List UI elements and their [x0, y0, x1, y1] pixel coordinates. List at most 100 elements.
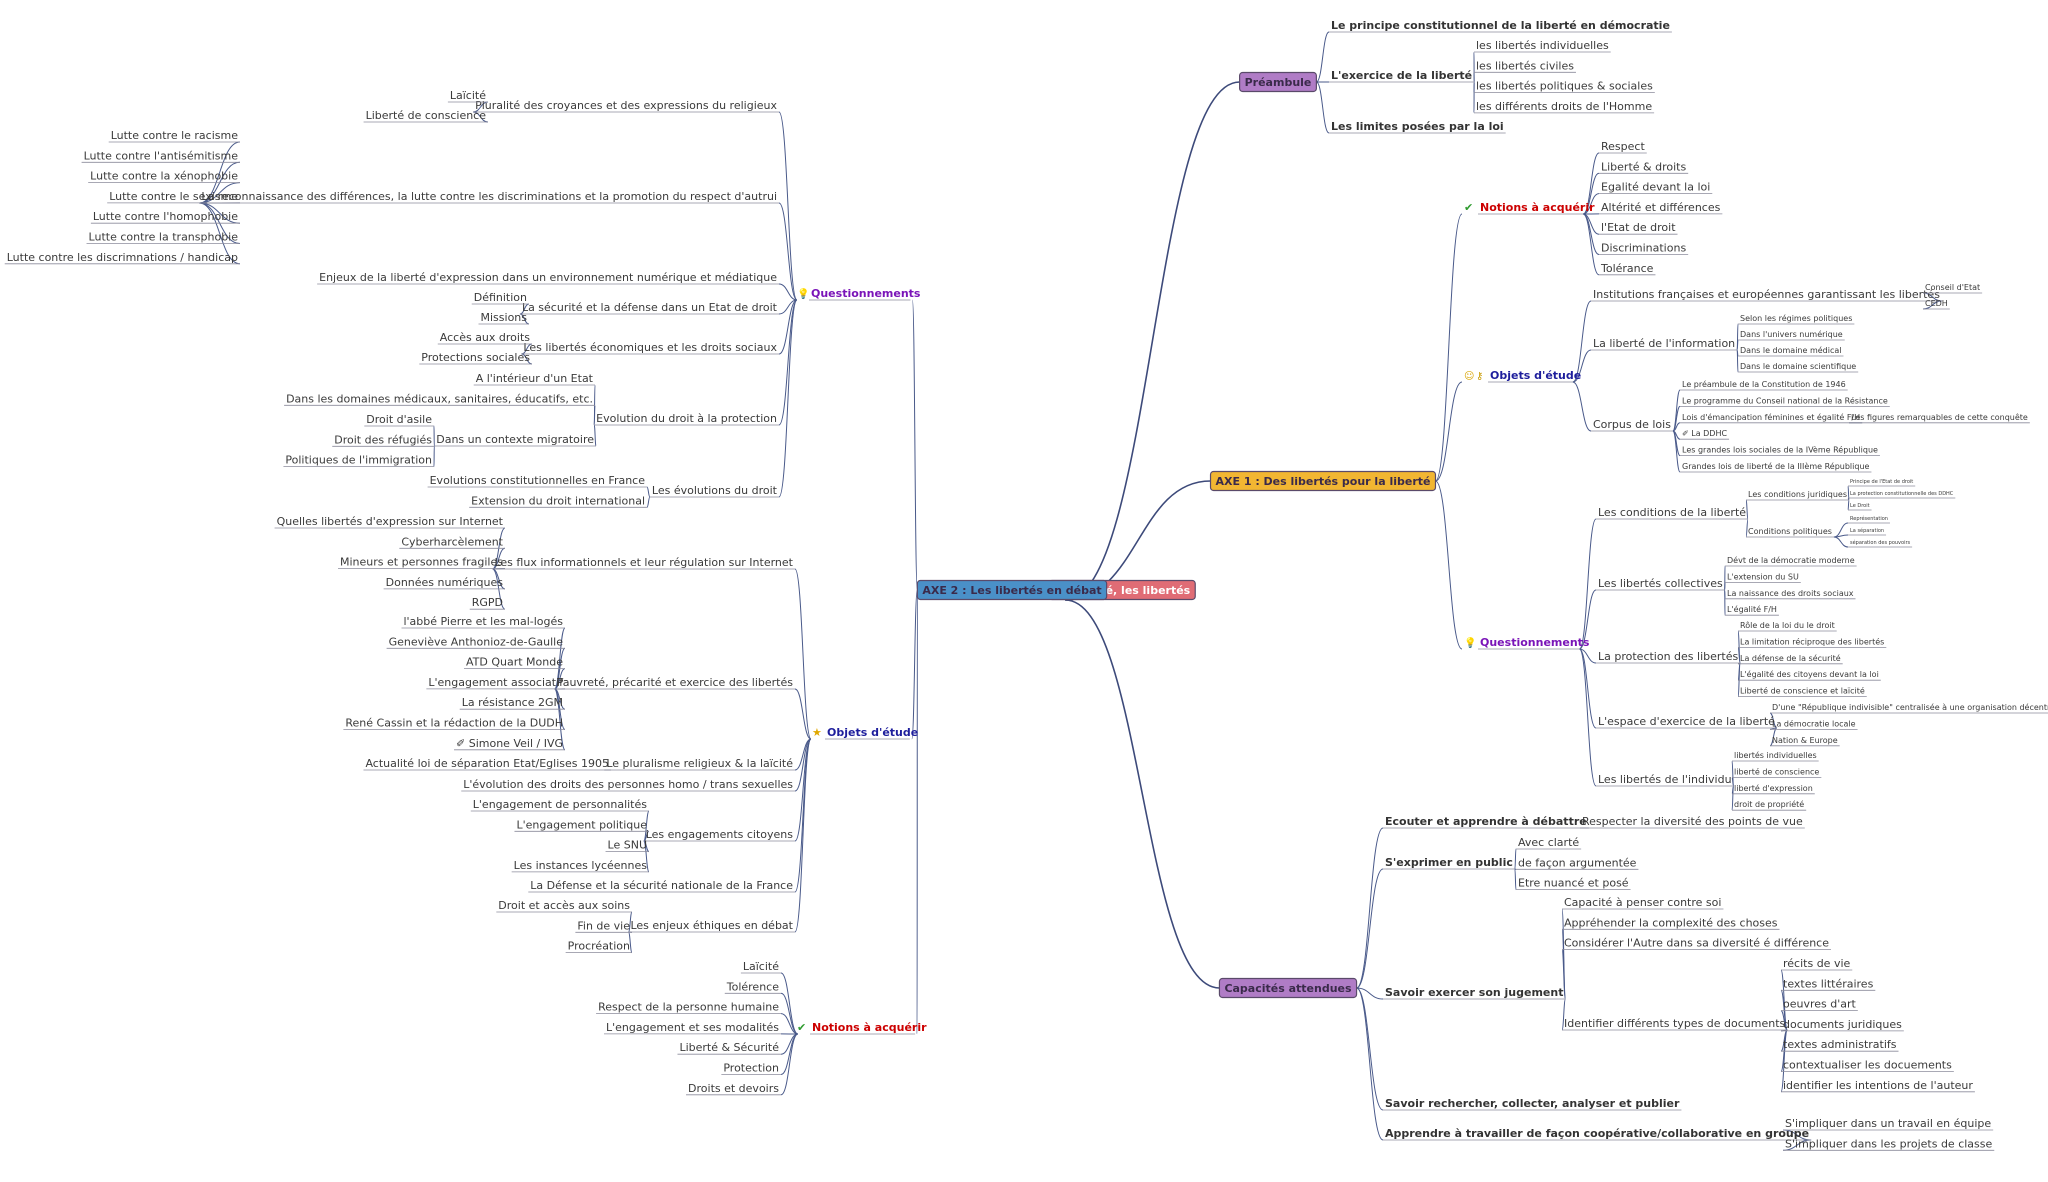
topic-acces-aux-droits[interactable]: Accès aux droits	[440, 331, 531, 344]
topic-la-defense-de-la-securite[interactable]: La défense de la sécurité	[1740, 653, 1841, 663]
topic-liberte-de-conscience[interactable]: liberté de conscience	[1734, 766, 1819, 776]
topic-nation-europe[interactable]: Nation & Europe	[1772, 736, 1838, 745]
preambule-topic[interactable]: Préambule	[1245, 76, 1312, 89]
topic-corpus-de-lois[interactable]: Corpus de lois	[1593, 418, 1671, 431]
topic-les-grandes-lois-sociales-de-la-iveme-re[interactable]: Les grandes lois sociales de la IVème Ré…	[1682, 445, 1878, 455]
topic-le-droit[interactable]: Le Droit	[1850, 503, 1870, 509]
topic-liberte-de-conscience[interactable]: Liberté de conscience	[366, 109, 487, 122]
topic-alterite-et-differences[interactable]: Altérité et différences	[1601, 201, 1721, 214]
topic-evolutions-constitutionnelles-en-france[interactable]: Evolutions constitutionnelles en France	[430, 474, 646, 487]
topic-conditions-politiques[interactable]: Conditions politiques	[1748, 527, 1832, 536]
axe1-objets-label[interactable]: Objets d'étude	[1490, 369, 1581, 382]
topic-la-naissance-des-droits-sociaux[interactable]: La naissance des droits sociaux	[1727, 589, 1854, 598]
topic-extension-du-droit-international[interactable]: Extension du droit international	[471, 494, 645, 507]
topic-la-ddhc[interactable]: ✐ La DDHC	[1682, 429, 1727, 438]
topic-textes-administratifs[interactable]: textes administratifs	[1783, 1038, 1897, 1051]
topic-representation[interactable]: Représentation	[1850, 515, 1888, 522]
topic-separation-des-pouvoirs[interactable]: séparation des pouvoirs	[1850, 539, 1911, 546]
topic-principe-de-l-etat-de-droit[interactable]: Principe de l'Etat de droit	[1850, 479, 1913, 485]
topic-l-exercice-de-la-liberte[interactable]: L'exercice de la liberté	[1331, 69, 1472, 82]
topic-lutte-contre-l-antisemitisme[interactable]: Lutte contre l'antisémitisme	[84, 149, 239, 162]
topic-l-egalite-f-h[interactable]: L'égalité F/H	[1727, 604, 1777, 614]
topic-l-abbe-pierre-et-les-mal-loges[interactable]: l'abbé Pierre et les mal-logés	[403, 615, 563, 628]
topic-l-engagement-et-ses-modalites[interactable]: L'engagement et ses modalités	[606, 1021, 779, 1034]
topic-la-defense-et-la-securite-nationale-de-l[interactable]: La Défense et la sécurité nationale de l…	[530, 879, 793, 892]
topic-ecouter-et-apprendre-a-debattre[interactable]: Ecouter et apprendre à débattre	[1385, 815, 1587, 828]
axe2-topic[interactable]: AXE 2 : Les libertés en débat	[922, 584, 1101, 597]
topic-les-libertes-individuelles[interactable]: les libertés individuelles	[1476, 39, 1609, 52]
topic-lutte-contre-la-transphobie[interactable]: Lutte contre la transphobie	[89, 231, 239, 244]
topic-oeuvres-d-art[interactable]: oeuvres d'art	[1783, 998, 1857, 1011]
topic-evolution-du-droit-a-la-protection[interactable]: Evolution du droit à la protection	[596, 412, 777, 425]
topic-les-differents-droits-de-l-homme[interactable]: les différents droits de l'Homme	[1476, 100, 1652, 113]
topic-liberte-securite[interactable]: Liberté & Sécurité	[679, 1041, 779, 1054]
topic-s-impliquer-dans-les-projets-de-classe[interactable]: S'impliquer dans les projets de classe	[1785, 1137, 1992, 1150]
axe2-notions-label[interactable]: Notions à acquérir	[812, 1021, 927, 1034]
topic-les-engagements-citoyens[interactable]: Les engagements citoyens	[646, 828, 794, 841]
topic-l-extension-du-su[interactable]: L'extension du SU	[1727, 572, 1799, 581]
topic-mineurs-et-personnes-fragiles[interactable]: Mineurs et personnes fragiles	[340, 556, 503, 569]
axe2-objets-label[interactable]: Objets d'étude	[827, 726, 918, 739]
topic-le-programme-du-conseil-national-de-la-r[interactable]: Le programme du Conseil national de la R…	[1682, 395, 1888, 405]
topic-pauvrete-precarite-et-exercice-des-liber[interactable]: Pauvreté, précarité et exercice des libe…	[557, 676, 794, 689]
topic-libertes-individuelles[interactable]: libertés individuelles	[1734, 750, 1817, 760]
topic-les-libertes-civiles[interactable]: les libertés civiles	[1476, 59, 1574, 72]
topic-dans-l-univers-numerique[interactable]: Dans l'univers numérique	[1740, 329, 1843, 339]
topic-discriminations[interactable]: Discriminations	[1601, 242, 1686, 255]
topic-la-securite-et-la-defense-dans-un-etat-d[interactable]: La sécurité et la défense dans un Etat d…	[522, 301, 778, 314]
topic-etre-nuance-et-pose[interactable]: Etre nuancé et posé	[1518, 877, 1629, 890]
topic-savoir-exercer-son-jugement[interactable]: Savoir exercer son jugement	[1385, 986, 1564, 999]
topic-simone-veil-ivg[interactable]: ✐ Simone Veil / IVG	[456, 737, 563, 750]
topic-la-democratie-locale[interactable]: La démocratie locale	[1772, 718, 1856, 728]
topic-l-engagement-de-personnalites[interactable]: L'engagement de personnalités	[473, 798, 647, 811]
topic-l-espace-d-exercice-de-la-liberte[interactable]: L'espace d'exercice de la liberté	[1598, 715, 1775, 728]
topic-textes-litteraires[interactable]: textes littéraires	[1783, 977, 1874, 990]
topic-le-preambule-de-la-constitution-de-1946[interactable]: Le préambule de la Constitution de 1946	[1682, 379, 1846, 389]
topic-apprehender-la-complexite-des-choses[interactable]: Appréhender la complexité des choses	[1564, 916, 1778, 929]
preambule-topic-box[interactable]	[1239, 71, 1317, 93]
axe1-topic-box[interactable]	[1209, 470, 1437, 492]
topic-apprendre-a-travailler-de-facon-cooperat[interactable]: Apprendre à travailler de façon coopérat…	[1385, 1127, 1809, 1140]
topic-respect-de-la-personne-humaine[interactable]: Respect de la personne humaine	[598, 1001, 779, 1014]
topic-rgpd[interactable]: RGPD	[472, 596, 503, 609]
topic-a-l-interieur-d-un-etat[interactable]: A l'intérieur d'un Etat	[476, 372, 594, 385]
topic-cedh[interactable]: CEDH	[1925, 299, 1948, 308]
topic-lutte-contre-la-xenophobie[interactable]: Lutte contre la xénophobie	[90, 170, 238, 183]
topic-contextualiser-les-docuements[interactable]: contextualiser les docuements	[1783, 1059, 1952, 1072]
topic-procreation[interactable]: Procréation	[568, 940, 630, 953]
topic-les-libertes-collectives[interactable]: Les libertés collectives	[1598, 577, 1723, 590]
topic-lutte-contre-le-sexisme[interactable]: Lutte contre le sexisme	[109, 190, 238, 203]
topic-droit-des-refugies[interactable]: Droit des réfugiés	[334, 433, 432, 446]
topic-politiques-de-l-immigration[interactable]: Politiques de l'immigration	[285, 454, 432, 467]
topic-la-protection-des-libertes[interactable]: La protection des libertés	[1598, 650, 1738, 663]
topic-l-evolution-des-droits-des-personnes-hom[interactable]: L'évolution des droits des personnes hom…	[463, 778, 793, 791]
topic-rene-cassin-et-la-redaction-de-la-dudh[interactable]: René Cassin et la rédaction de la DUDH	[345, 717, 563, 730]
topic-liberte-d-expression[interactable]: liberté d'expression	[1734, 783, 1813, 793]
topic-tolerance[interactable]: Tolérance	[1600, 262, 1654, 275]
topic-la-protection-constitutionnelle-des-ddhc[interactable]: La protection constitutionnelle des DDHC	[1850, 491, 1954, 497]
topic-l-engagement-associatif[interactable]: L'engagement associatif	[428, 676, 564, 689]
topic-savoir-rechercher-collecter-analyser-et-[interactable]: Savoir rechercher, collecter, analyser e…	[1385, 1097, 1680, 1110]
topic-identifier-les-intentions-de-l-auteur[interactable]: identifier les intentions de l'auteur	[1783, 1079, 1973, 1092]
capacites-topic[interactable]: Capacités attendues	[1224, 982, 1352, 995]
topic-l-egalite-des-citoyens-devant-la-loi[interactable]: L'égalité des citoyens devant la loi	[1740, 669, 1879, 679]
topic-laicite[interactable]: Laïcité	[450, 89, 486, 102]
topic-institutions-francaises-et-europeennes-g[interactable]: Institutions françaises et européennes g…	[1593, 288, 1940, 301]
topic-tolerence[interactable]: Tolérence	[726, 980, 779, 993]
topic-respect[interactable]: Respect	[1601, 140, 1645, 153]
axe1-notions-label[interactable]: Notions à acquérir	[1480, 201, 1595, 214]
topic-les-flux-informationnels-et-leur-regulat[interactable]: Les flux informationnels et leur régulat…	[494, 556, 793, 569]
topic-de-facon-argumentee[interactable]: de façon argumentée	[1518, 856, 1637, 869]
topic-selon-les-regimes-politiques[interactable]: Selon les régimes politiques	[1740, 313, 1852, 323]
topic-grandes-lois-de-liberte-de-la-iiieme-rep[interactable]: Grandes lois de liberté de la IIIème Rép…	[1682, 461, 1870, 471]
topic-le-principe-constitutionnel-de-la-libert[interactable]: Le principe constitutionnel de la libert…	[1331, 19, 1670, 32]
topic-s-impliquer-dans-un-travail-en-equipe[interactable]: S'impliquer dans un travail en équipe	[1785, 1117, 1991, 1130]
topic-dans-les-domaines-medicaux-sanitaires-ed[interactable]: Dans les domaines médicaux, sanitaires, …	[286, 392, 593, 405]
topic-la-resistance-2gm[interactable]: La résistance 2GM	[462, 696, 563, 709]
topic-les-limites-posees-par-la-loi[interactable]: Les limites posées par la loi	[1331, 120, 1504, 133]
topic-les-instances-lyceennes[interactable]: Les instances lycéennes	[514, 859, 648, 872]
topic-genevieve-anthonioz-de-gaulle[interactable]: Geneviève Anthonioz-de-Gaulle	[389, 635, 564, 648]
topic-identifier-differents-types-de-documents[interactable]: Identifier différents types de documents	[1564, 1017, 1786, 1030]
topic-l-etat-de-droit[interactable]: l'Etat de droit	[1601, 221, 1676, 234]
